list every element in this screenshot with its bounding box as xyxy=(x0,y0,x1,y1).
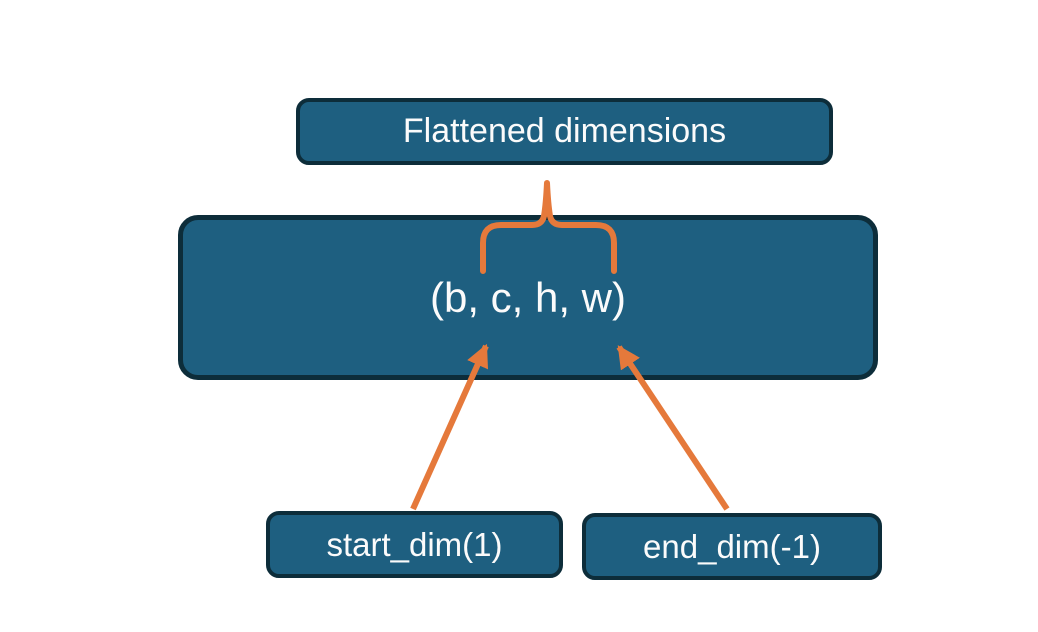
start-dim-label: start_dim(1) xyxy=(326,525,503,563)
flattened-dimensions-label: Flattened dimensions xyxy=(402,112,727,150)
tensor-shape-label: (b, c, h, w) xyxy=(429,273,627,321)
tensor-shape-box: (b, c, h, w) xyxy=(178,215,878,380)
start-dim-box: start_dim(1) xyxy=(266,511,563,578)
end-dim-label: end_dim(-1) xyxy=(643,527,821,565)
end-dim-box: end_dim(-1) xyxy=(582,513,882,580)
flattened-dimensions-box: Flattened dimensions xyxy=(296,98,833,165)
